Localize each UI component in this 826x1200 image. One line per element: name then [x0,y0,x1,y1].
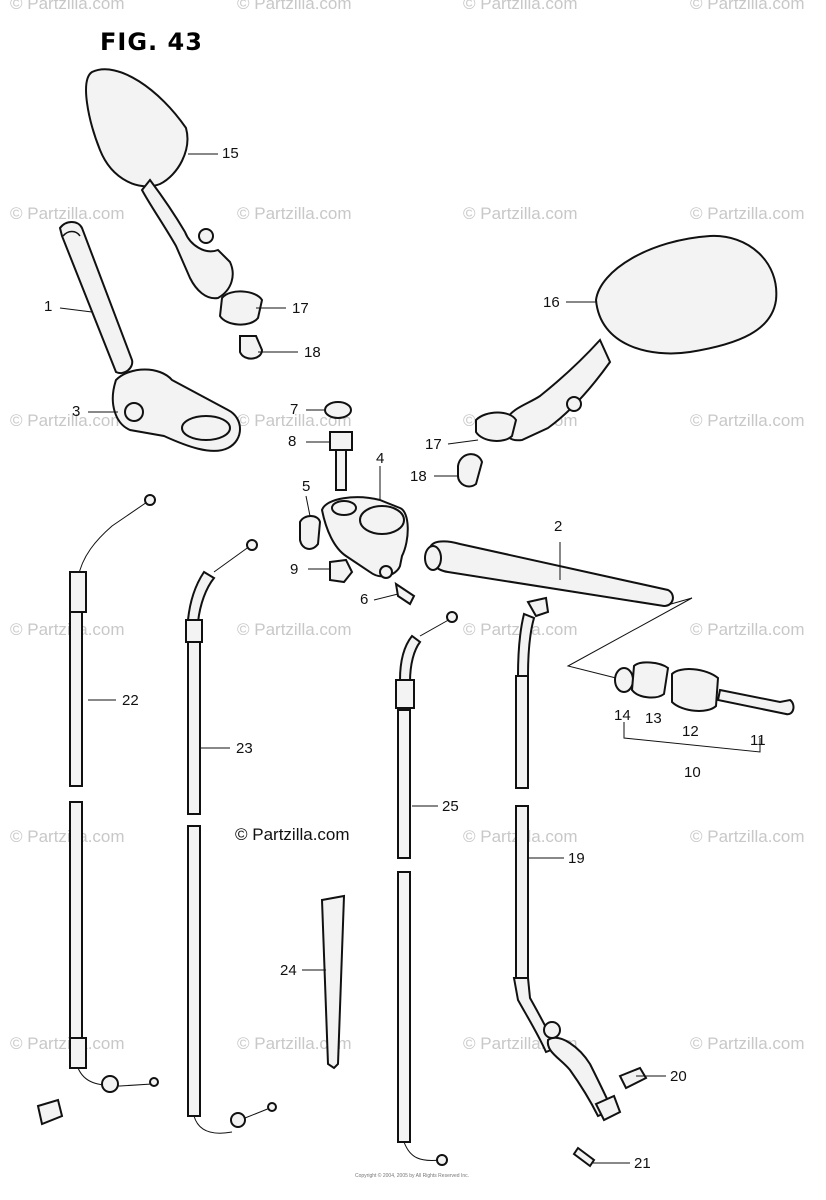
balancer-weight [671,668,720,712]
screw-21 [572,1146,596,1168]
throttle-cable-22 [69,494,159,1093]
callout-5: 5 [302,478,311,495]
watermark: © Partzilla.com [690,827,805,846]
callout-7: 7 [290,401,299,418]
balancer-screw [716,688,795,716]
watermark: © Partzilla.com [237,1034,352,1053]
callout-18a: 18 [304,344,321,361]
leader-dashes [566,597,693,679]
callout-3: 3 [72,403,81,420]
callout-23: 23 [236,740,253,757]
cap [324,401,352,419]
callout-17a: 17 [292,300,309,317]
watermark: © Partzilla.com [10,411,125,430]
mirror-bolt-right [457,453,484,488]
callout-19: 19 [568,850,585,867]
callout-1: 1 [44,298,53,315]
callout-10: 10 [684,764,701,781]
watermark: © Partzilla.com [10,620,125,639]
callout-6: 6 [360,591,369,608]
callout-20: 20 [670,1068,687,1085]
callout-17b: 17 [425,436,442,453]
callout-24: 24 [280,962,297,979]
figure-title: FIG. 43 [100,28,203,56]
mirror-bracket-left [218,290,264,326]
clamp-left [111,368,241,452]
handlebar-grip-left [58,221,134,374]
clutch-cable-19 [512,596,622,1122]
watermark: © Partzilla.com [237,204,352,223]
watermark: © Partzilla.com [237,411,352,430]
watermark: © Partzilla.com [463,0,578,13]
callout-11: 11 [750,732,766,749]
mirror-bolt-left [239,335,264,360]
watermark: © Partzilla.com [10,1034,125,1053]
group-bracket-10 [623,722,761,753]
mirror-left [85,68,234,300]
callout-13: 13 [645,710,662,727]
callout-12: 12 [682,723,699,740]
arrow-symbol [36,1098,64,1126]
mirror-right [503,234,778,442]
callout-4: 4 [376,450,385,467]
watermark: © Partzilla.com [690,204,805,223]
watermark: © Partzilla.com [237,0,352,13]
watermark: © Partzilla.com [690,0,805,13]
watermark: © Partzilla.com [10,827,125,846]
watermark: © Partzilla.com [463,204,578,223]
callout-9: 9 [290,561,299,578]
callout-8: 8 [288,433,297,450]
callout-2: 2 [554,518,563,535]
handlebar-holder [320,496,409,578]
damper [299,515,322,550]
watermark: © Partzilla.com [690,411,805,430]
watermark: © Partzilla.com [237,620,352,639]
mirror-bracket-right [475,411,518,442]
callout-22: 22 [122,692,139,709]
center-copyright: © Partzilla.com [235,825,350,844]
callout-16: 16 [543,294,560,311]
watermark: © Partzilla.com [690,620,805,639]
watermark: © Partzilla.com [10,204,125,223]
washer [614,667,634,693]
callout-25: 25 [442,798,459,815]
footer-copyright: Copyright © 2004, 2005 by All Rights Res… [355,1173,470,1179]
clutch-cable-25 [395,611,458,1166]
spacer [630,661,670,699]
handlebar-end [424,545,442,571]
allen-bolt [329,431,353,491]
callout-21: 21 [634,1155,651,1172]
nut [329,558,354,584]
watermark: © Partzilla.com [10,0,125,13]
screw [394,581,416,606]
callout-14: 14 [614,707,631,724]
cable-tie [320,894,346,1070]
leader-lines [59,153,666,1164]
screw-20 [618,1066,648,1090]
watermark: © Partzilla.com [690,1034,805,1053]
throttle-cable-23 [185,539,277,1134]
screw-head [379,565,393,579]
callout-18b: 18 [410,468,427,485]
handlebar-right [428,540,674,608]
callout-15: 15 [222,145,239,162]
